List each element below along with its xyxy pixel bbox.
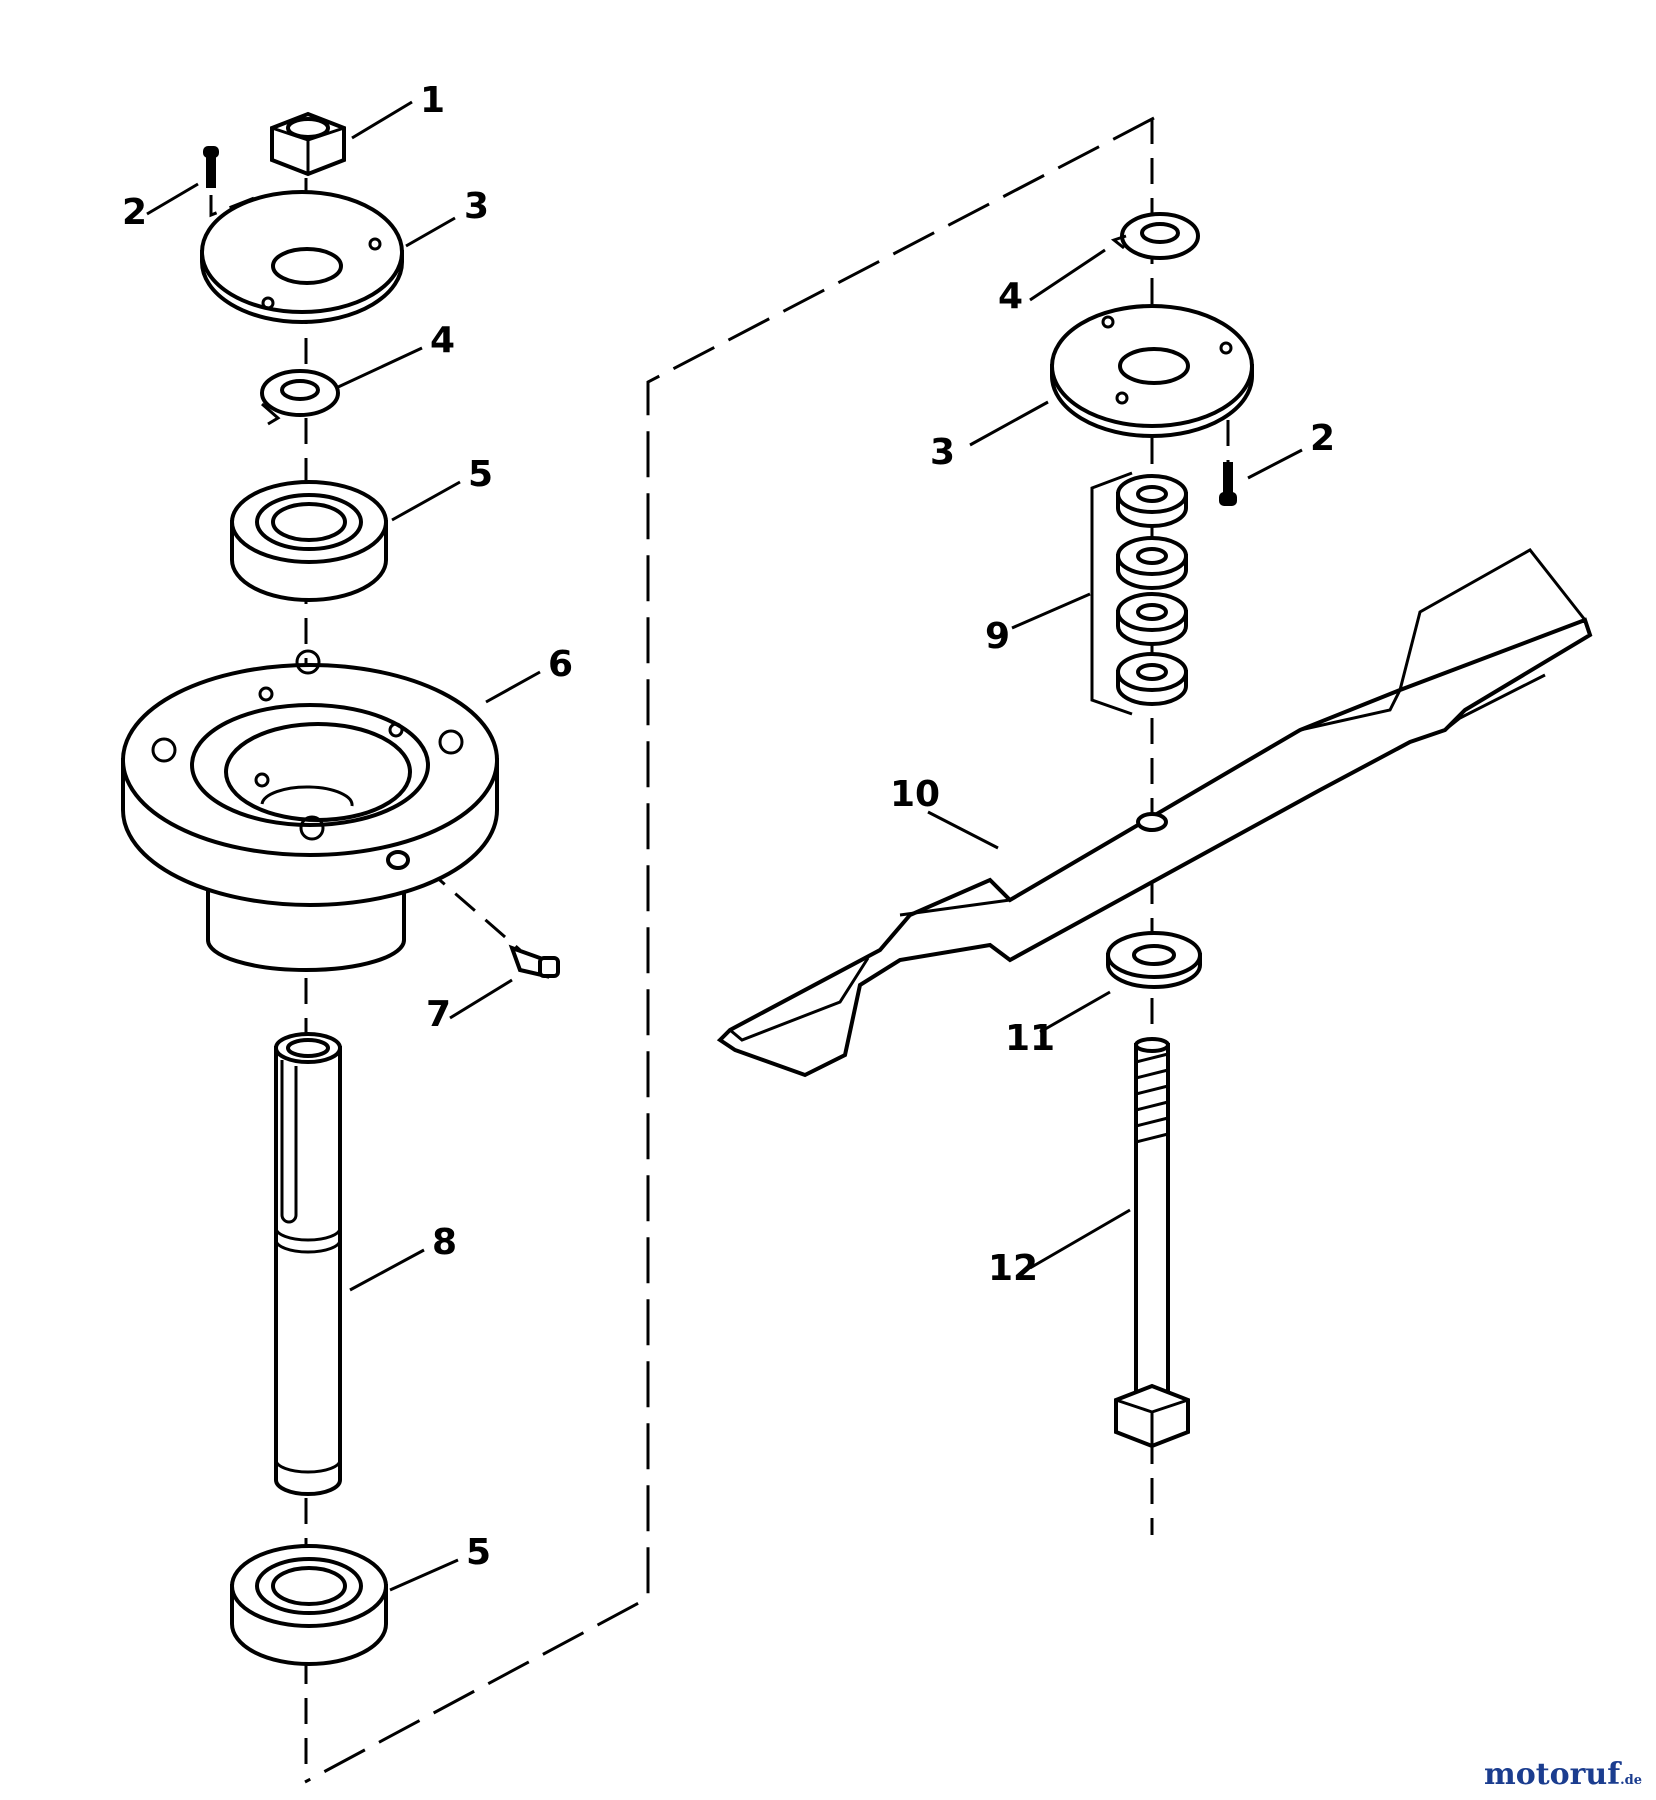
- watermark-logo: motoruf.de: [1484, 1757, 1642, 1792]
- callout-5-upper: 5: [468, 454, 493, 495]
- callout-7: 7: [426, 994, 451, 1035]
- spacer-washer-stack: [1090, 471, 1188, 716]
- callout-6: 6: [548, 644, 573, 685]
- mower-blade: [716, 548, 1593, 1078]
- callout-9: 9: [985, 616, 1010, 657]
- callout-4-right: 4: [998, 276, 1023, 317]
- spacer-washer: [1116, 536, 1188, 590]
- screw-right: [1219, 462, 1237, 506]
- flange-plate-left: [200, 190, 404, 324]
- leader-lines: [146, 100, 1303, 1592]
- spindle-housing: [121, 649, 499, 972]
- spacer-washer: [1116, 592, 1188, 646]
- flange-plate-right: [1050, 304, 1254, 438]
- screw-left: [203, 146, 219, 188]
- spacer-washer: [1116, 652, 1188, 706]
- callout-11: 11: [1005, 1018, 1055, 1059]
- watermark-suffix: .de: [1620, 1773, 1642, 1788]
- blade-washer: [1106, 931, 1202, 989]
- callout-3-left: 3: [464, 186, 489, 227]
- watermark-brand: motoruf: [1483, 1757, 1621, 1792]
- bearing-lower: [230, 1544, 388, 1666]
- lock-washer-left: [260, 369, 340, 426]
- lock-washer-right: [1110, 212, 1200, 260]
- callout-2-right: 2: [1310, 418, 1335, 459]
- assembly-frame: [304, 116, 1155, 1784]
- callout-5-lower: 5: [466, 1532, 491, 1573]
- spacer-washer: [1116, 474, 1188, 528]
- callout-10: 10: [890, 774, 940, 815]
- callout-12: 12: [988, 1248, 1038, 1289]
- grease-fitting: [508, 944, 560, 979]
- callout-2-left: 2: [122, 192, 147, 233]
- spindle-shaft: [274, 1032, 342, 1496]
- hex-nut: [270, 111, 346, 177]
- callout-8: 8: [432, 1222, 457, 1263]
- callout-1: 1: [420, 80, 445, 121]
- blade-bolt: [1114, 1037, 1190, 1449]
- bearing-upper: [230, 480, 388, 602]
- grease-fitting-axis: [394, 839, 521, 952]
- callout-3-right: 3: [930, 432, 955, 473]
- callout-4-left: 4: [430, 320, 455, 361]
